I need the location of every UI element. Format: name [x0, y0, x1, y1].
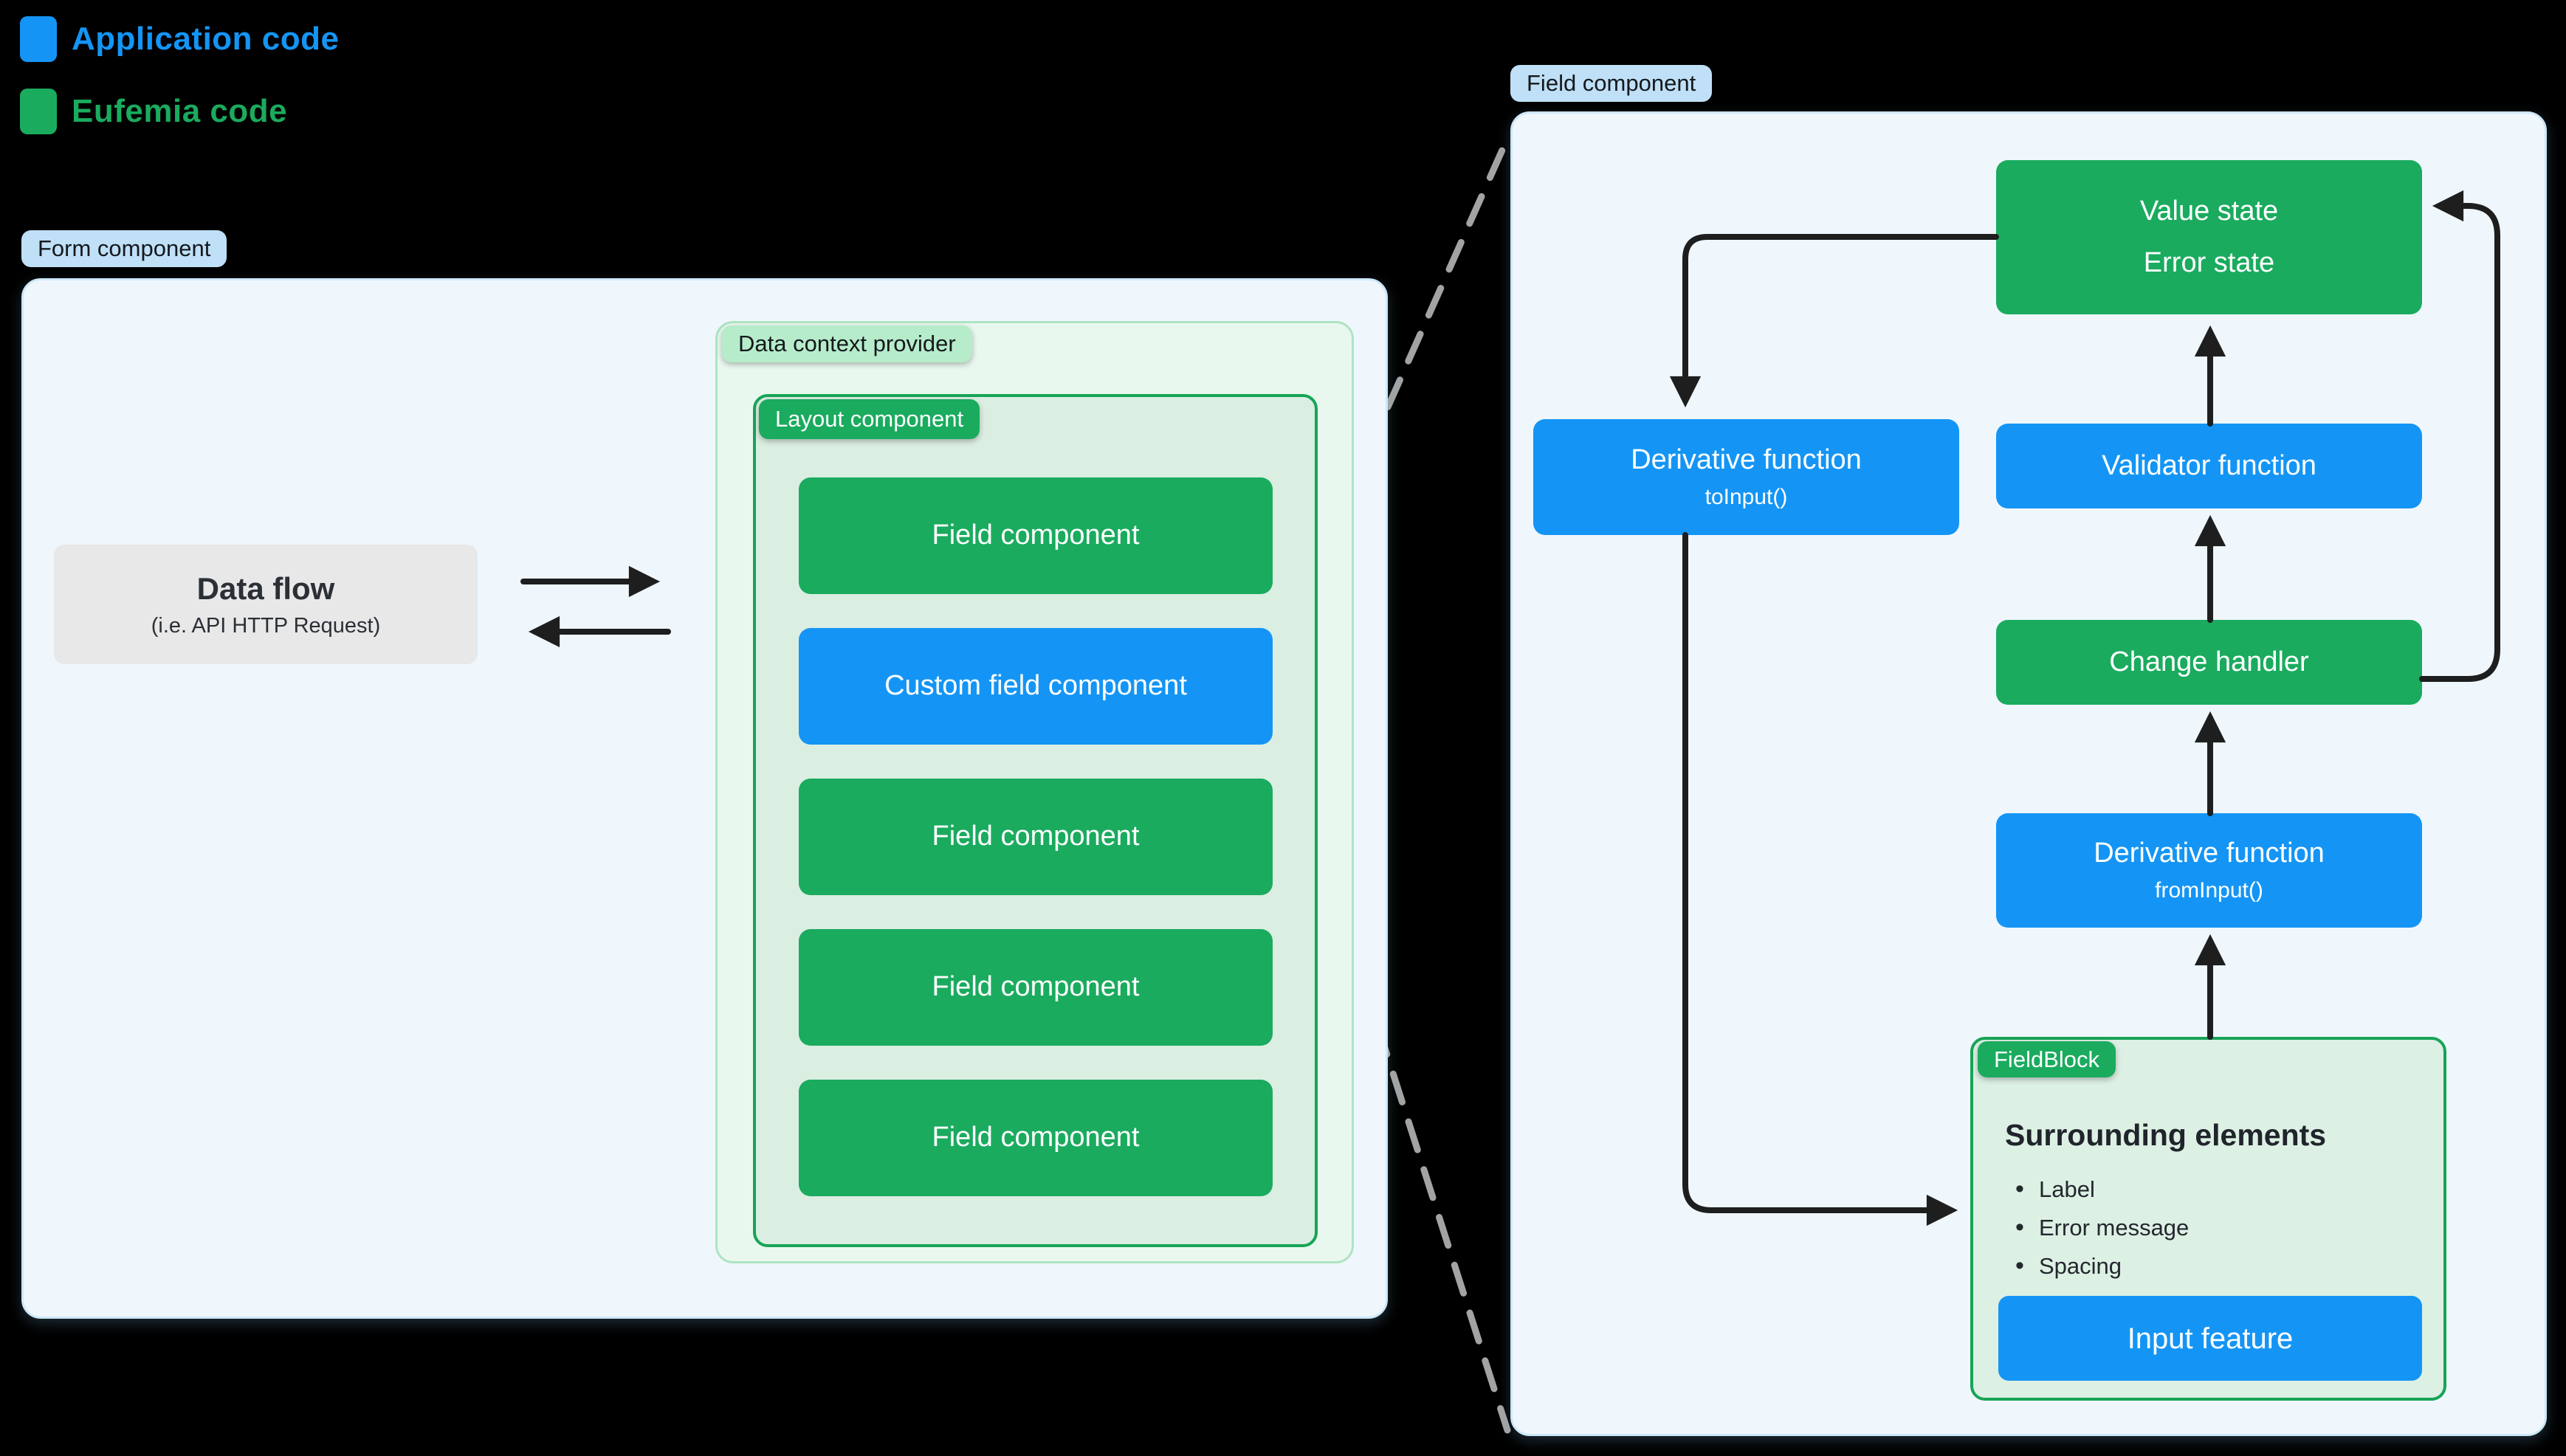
- field-component-node-4: Field component: [799, 1080, 1273, 1196]
- input-feature-node: Input feature: [1998, 1296, 2422, 1381]
- field-component-node-2: Field component: [799, 779, 1273, 895]
- list-item-label: Label: [2009, 1175, 2189, 1204]
- node-sublabel: toInput(): [1705, 484, 1788, 509]
- node-label: Field component: [932, 971, 1140, 1003]
- node-label: Error state: [2143, 246, 2275, 278]
- derivative-frominput-node: Derivative function fromInput(): [1996, 813, 2422, 928]
- node-label: Field component: [932, 1122, 1140, 1153]
- application-code-swatch-icon: [20, 16, 57, 62]
- custom-field-component-node: Custom field component: [799, 628, 1273, 745]
- node-label: Field component: [932, 520, 1140, 551]
- legend-item-eufemia-code: Eufemia code: [20, 89, 287, 134]
- node-label: Derivative function: [1631, 444, 1862, 476]
- data-flow-title: Data flow: [196, 570, 335, 606]
- eufemia-code-swatch-icon: [20, 89, 57, 134]
- change-handler-node: Change handler: [1996, 620, 2422, 705]
- layout-component-label: Layout component: [759, 399, 980, 439]
- node-label: Input feature: [2127, 1322, 2294, 1355]
- list-item-spacing: Spacing: [2009, 1252, 2189, 1280]
- form-component-label: Form component: [21, 230, 227, 267]
- value-state-node: Value state Error state: [1996, 160, 2422, 314]
- node-label: Derivative function: [2094, 838, 2325, 869]
- node-label: Value state: [2139, 196, 2279, 227]
- node-label: Validator function: [2102, 449, 2316, 481]
- surrounding-elements-list: Label Error message Spacing: [2009, 1165, 2189, 1280]
- data-flow-box: Data flow (i.e. API HTTP Request): [54, 545, 478, 664]
- node-label: Field component: [932, 821, 1140, 852]
- field-component-node-3: Field component: [799, 929, 1273, 1046]
- legend-label: Eufemia code: [72, 93, 288, 129]
- derivative-toinput-node: Derivative function toInput(): [1533, 419, 1959, 535]
- node-label: Custom field component: [884, 670, 1187, 702]
- node-label: Change handler: [2109, 646, 2309, 677]
- data-context-provider-label: Data context provider: [722, 325, 972, 362]
- legend-item-application-code: Application code: [20, 16, 339, 62]
- node-sublabel: fromInput(): [2155, 877, 2263, 903]
- validator-function-node: Validator function: [1996, 424, 2422, 508]
- surrounding-elements-heading: Surrounding elements: [2005, 1118, 2327, 1152]
- list-item-error-message: Error message: [2009, 1213, 2189, 1242]
- field-component-node-1: Field component: [799, 477, 1273, 594]
- data-flow-subtitle: (i.e. API HTTP Request): [151, 613, 381, 638]
- field-component-panel-label: Field component: [1510, 65, 1713, 102]
- legend-label: Application code: [72, 21, 340, 57]
- fieldblock-label: FieldBlock: [1978, 1041, 2116, 1077]
